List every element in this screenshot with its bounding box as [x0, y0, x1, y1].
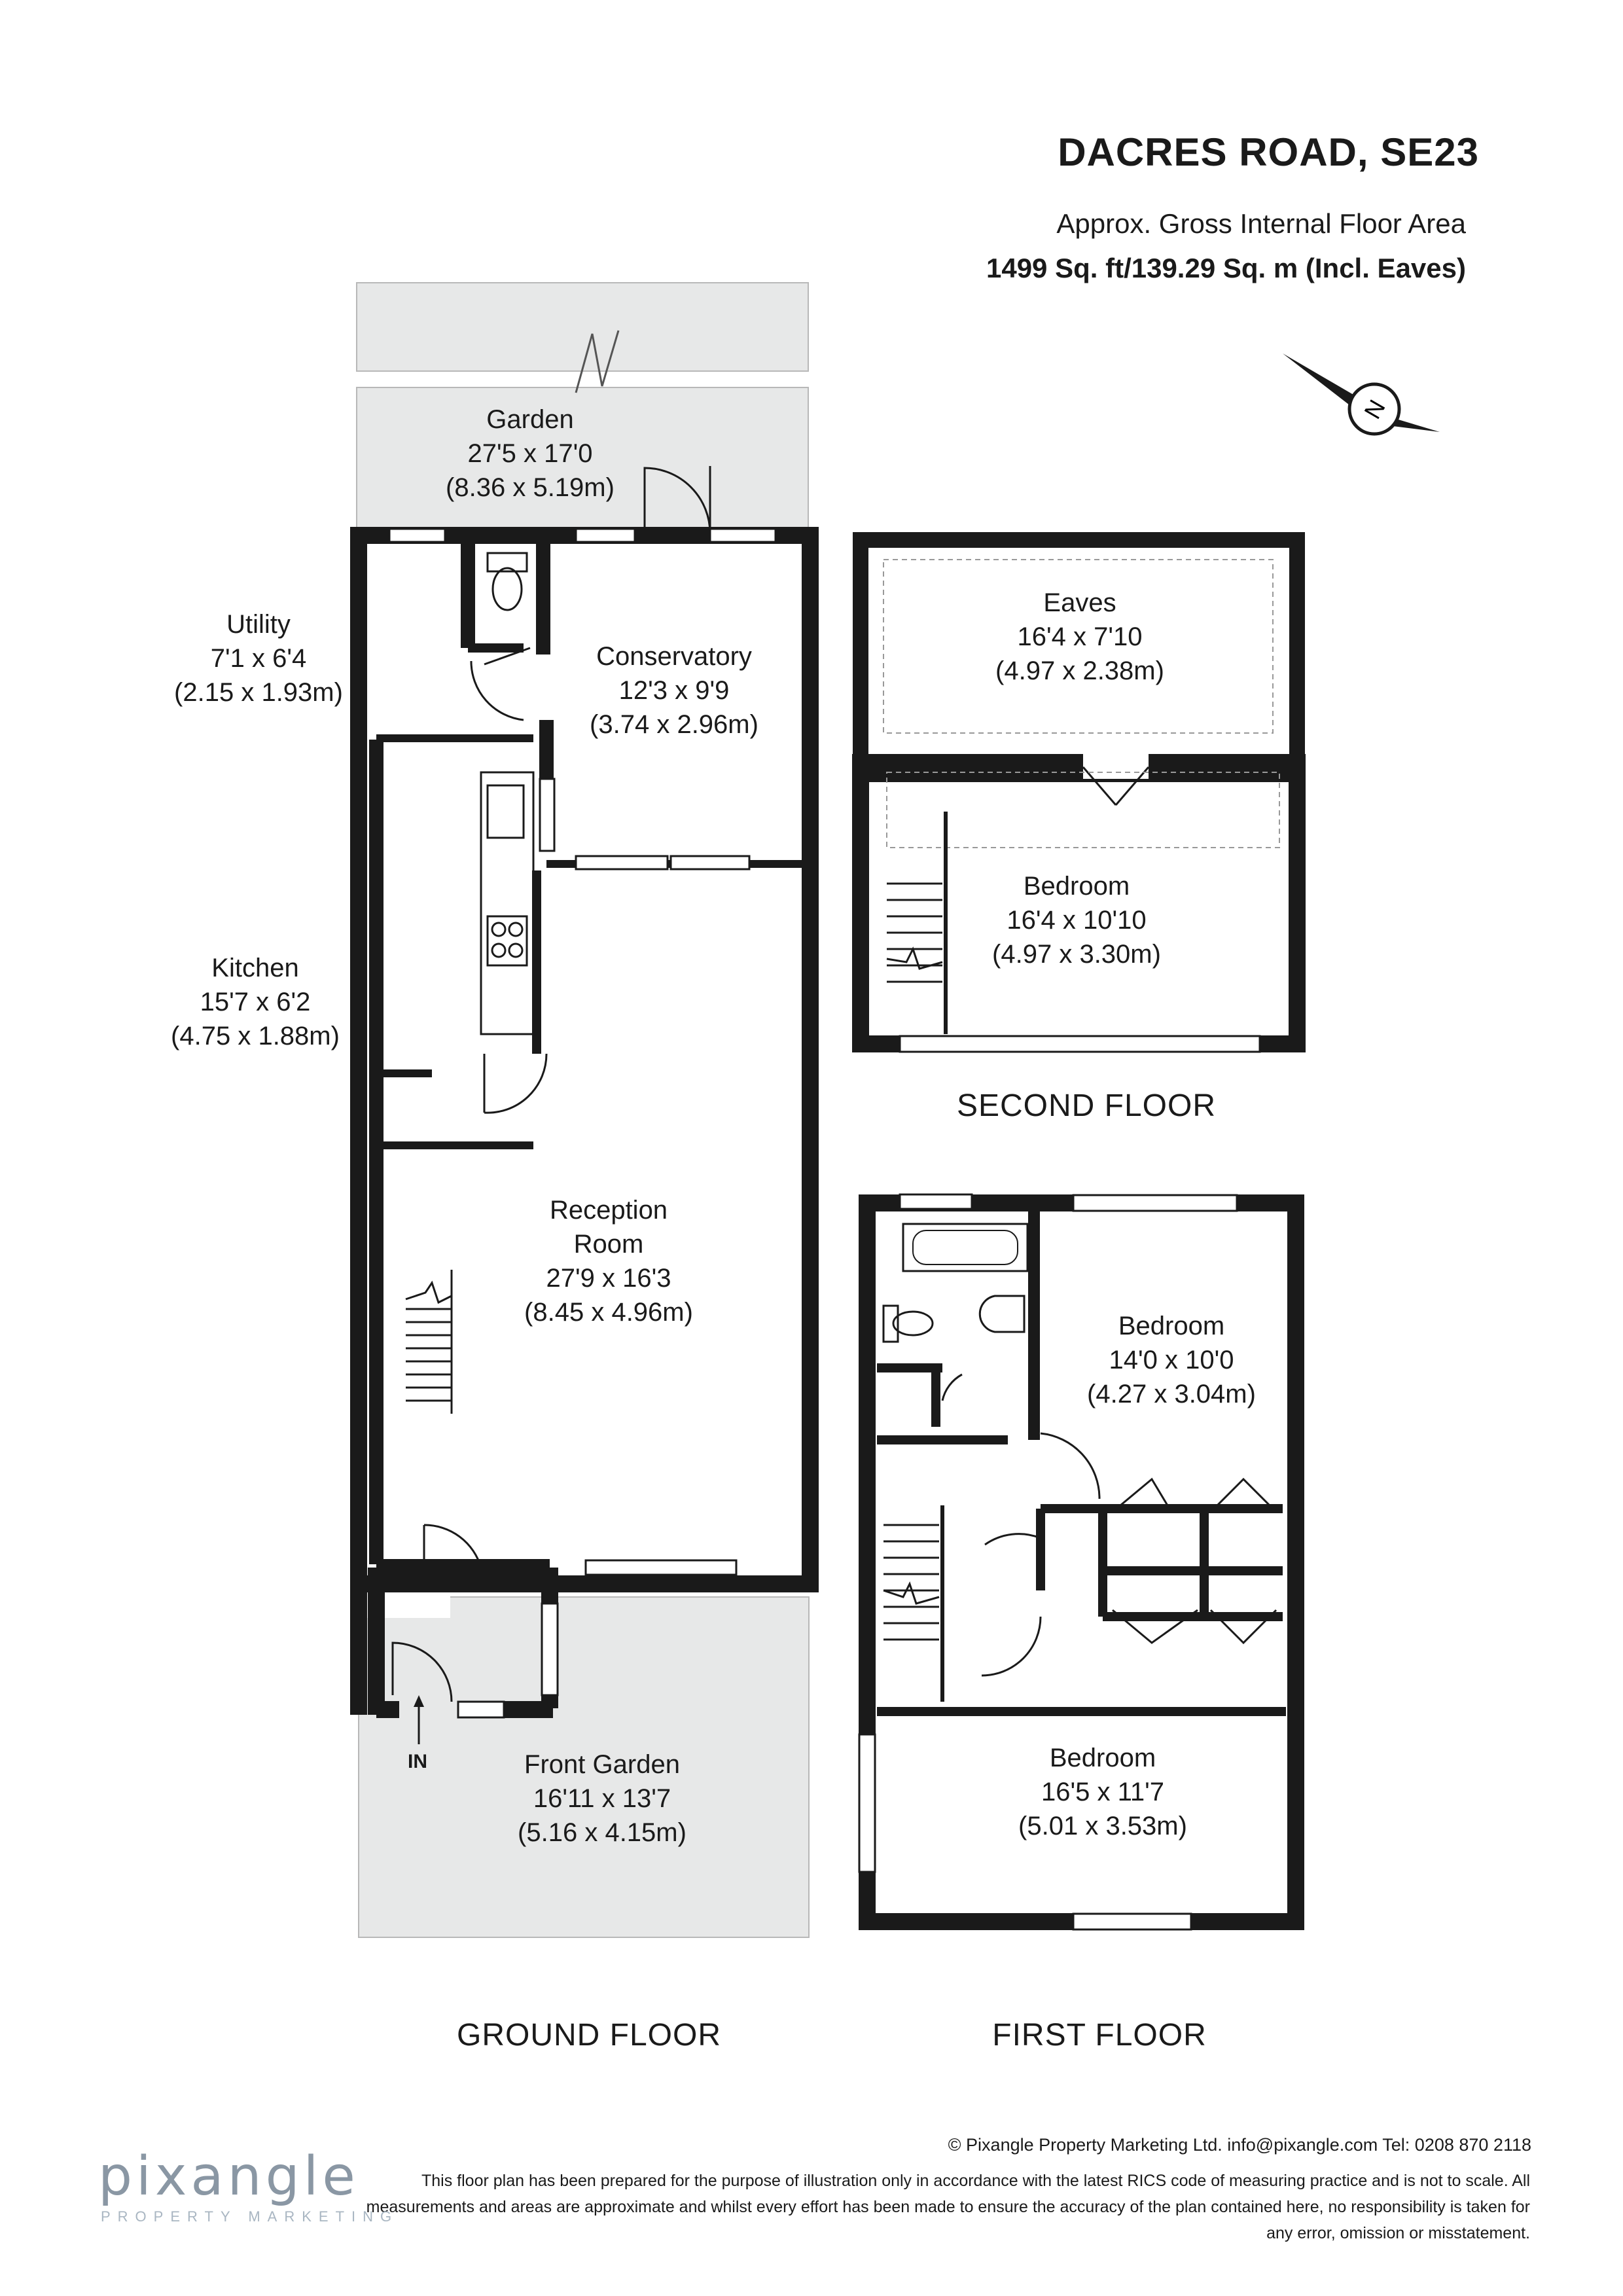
kitchen-metric: (4.75 x 1.88m) [171, 1022, 340, 1050]
first-bedroom-a-imperial: 14'0 x 10'0 [1109, 1346, 1234, 1374]
kitchen-name: Kitchen [211, 954, 299, 982]
first-bedroom-a-label: Bedroom 14'0 x 10'0 (4.27 x 3.04m) [1060, 1309, 1283, 1411]
reception-label: Reception Room 27'9 x 16'3 (8.45 x 4.96m… [497, 1193, 720, 1329]
garden-name: Garden [486, 405, 574, 434]
conservatory-metric: (3.74 x 2.96m) [590, 710, 758, 739]
second-floor-plan [852, 532, 1306, 1053]
ground-floor-label: GROUND FLOOR [456, 2018, 721, 2053]
entrance-label: IN [408, 1751, 427, 1772]
garden-metric: (8.36 x 5.19m) [446, 473, 615, 502]
utility-label: Utility 7'1 x 6'4 (2.15 x 1.93m) [147, 607, 370, 709]
first-bedroom-a-metric: (4.27 x 3.04m) [1087, 1380, 1256, 1408]
first-floor-plan [858, 1193, 1304, 1931]
area-value: 1499 Sq. ft/139.29 Sq. m (Incl. Eaves) [986, 253, 1466, 283]
garden-area [356, 387, 809, 535]
property-title: DACRES ROAD, SE23 [1058, 130, 1479, 174]
reception-imperial: 27'9 x 16'3 [546, 1264, 671, 1293]
second-bedroom-metric: (4.97 x 3.30m) [992, 940, 1161, 969]
eaves-metric: (4.97 x 2.38m) [995, 656, 1164, 685]
pixangle-logo-tagline: PROPERTY MARKETING [101, 2208, 399, 2225]
first-bedroom-b-metric: (5.01 x 3.53m) [1018, 1812, 1187, 1840]
conservatory-label: Conservatory 12'3 x 9'9 (3.74 x 2.96m) [563, 639, 785, 742]
pixangle-logo: pixangle [98, 2145, 359, 2208]
eaves-name: Eaves [1043, 588, 1116, 617]
second-bedroom-label: Bedroom 16'4 x 10'10 (4.97 x 3.30m) [965, 869, 1188, 971]
eaves-label: Eaves 16'4 x 7'10 (4.97 x 2.38m) [969, 586, 1191, 688]
ground-floor-plan [350, 282, 819, 1938]
kitchen-imperial: 15'7 x 6'2 [200, 988, 311, 1016]
first-bedroom-b-label: Bedroom 16'5 x 11'7 (5.01 x 3.53m) [991, 1741, 1214, 1843]
second-bedroom-name: Bedroom [1023, 872, 1130, 901]
first-floor-label: FIRST FLOOR [992, 2018, 1207, 2053]
front-garden-metric: (5.16 x 4.15m) [518, 1818, 687, 1847]
second-floor-label: SECOND FLOOR [956, 1088, 1217, 1123]
front-garden-imperial: 16'11 x 13'7 [533, 1784, 671, 1813]
break-line [575, 330, 620, 393]
compass-icon: N [1283, 353, 1440, 436]
first-bedroom-a-name: Bedroom [1118, 1312, 1225, 1340]
conservatory-imperial: 12'3 x 9'9 [618, 676, 730, 705]
first-bedroom-b-name: Bedroom [1049, 1744, 1156, 1772]
second-bedroom-imperial: 16'4 x 10'10 [1007, 906, 1147, 935]
area-caption: Approx. Gross Internal Floor Area [1056, 208, 1466, 239]
footer-credit: © Pixangle Property Marketing Ltd. info@… [948, 2135, 1531, 2155]
first-bedroom-b-imperial: 16'5 x 11'7 [1041, 1778, 1164, 1806]
front-garden-area [358, 1596, 810, 1938]
utility-imperial: 7'1 x 6'4 [210, 644, 307, 673]
utility-name: Utility [226, 610, 291, 639]
utility-metric: (2.15 x 1.93m) [174, 678, 343, 707]
garden-imperial: 27'5 x 17'0 [467, 439, 593, 468]
eaves-wall [853, 532, 1305, 782]
reception-metric: (8.45 x 4.96m) [524, 1298, 693, 1327]
front-garden-name: Front Garden [524, 1750, 680, 1779]
kitchen-label: Kitchen 15'7 x 6'2 (4.75 x 1.88m) [144, 951, 366, 1053]
garden-label: Garden 27'5 x 17'0 (8.36 x 5.19m) [419, 403, 641, 505]
garden-area-upper [356, 282, 809, 372]
footer-disclaimer: This floor plan has been prepared for th… [366, 2172, 1530, 2242]
reception-name-line2: Room [573, 1230, 644, 1259]
conservatory-name: Conservatory [596, 642, 752, 671]
eaves-imperial: 16'4 x 7'10 [1017, 622, 1143, 651]
front-garden-label: Front Garden 16'11 x 13'7 (5.16 x 4.15m) [478, 1748, 726, 1850]
reception-name-line1: Reception [549, 1196, 668, 1225]
